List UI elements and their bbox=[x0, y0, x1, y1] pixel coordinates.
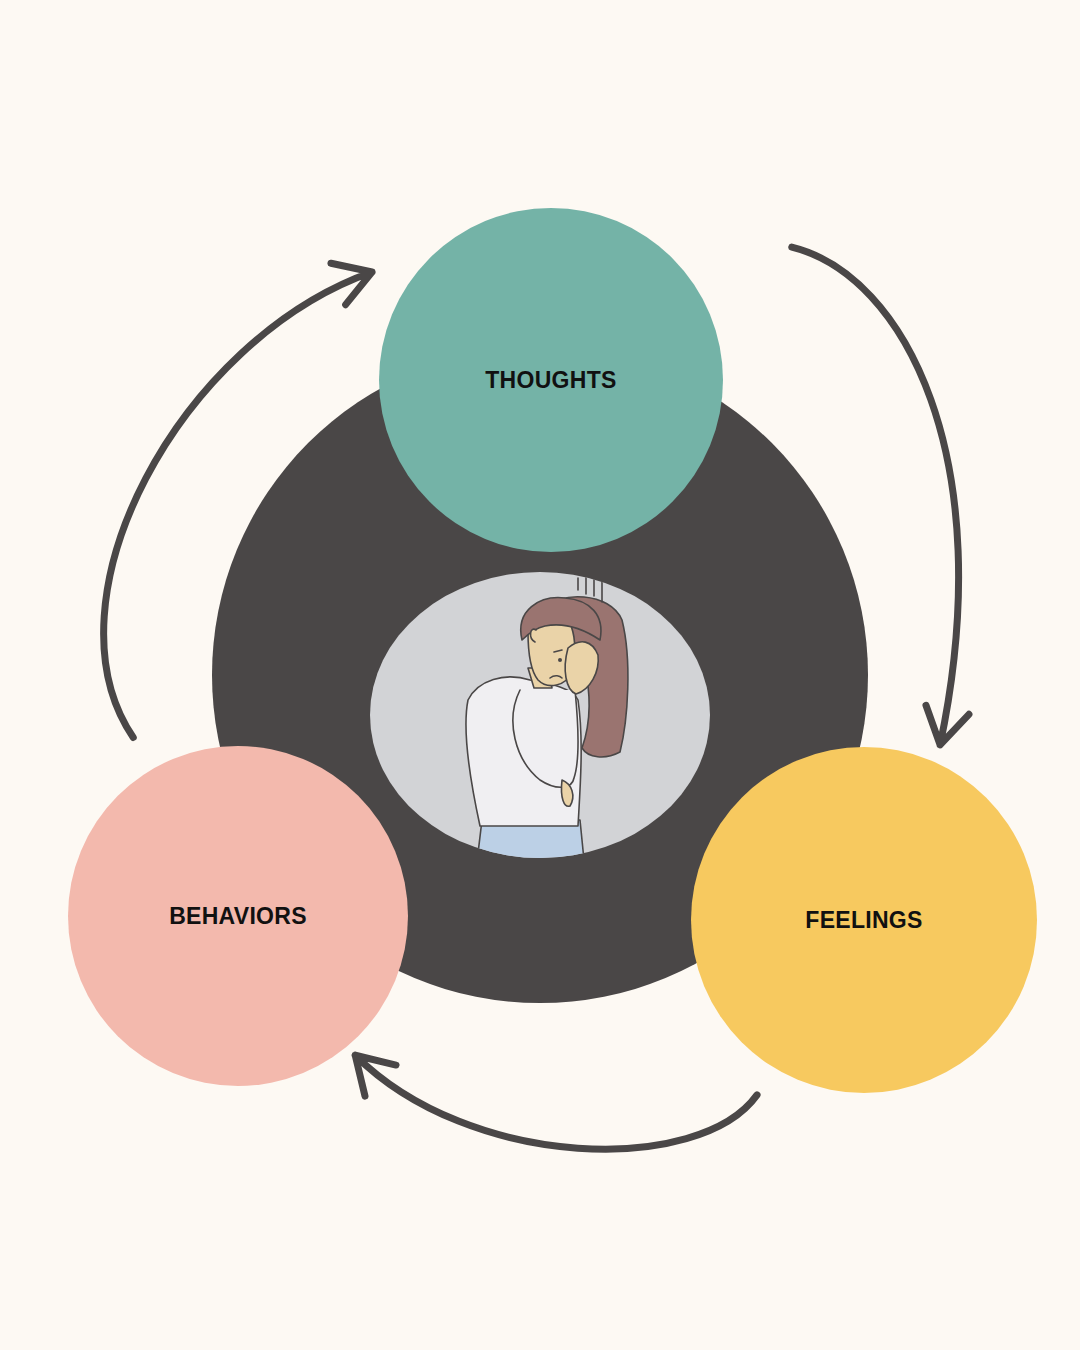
circle-fill bbox=[379, 208, 723, 552]
circle-fill bbox=[68, 746, 408, 1086]
node-label: BEHAVIORS bbox=[157, 903, 319, 930]
thoughts-circle: THOUGHTS bbox=[379, 208, 723, 552]
circle-fill bbox=[691, 747, 1037, 1093]
cycle-arrow bbox=[355, 1055, 757, 1149]
feelings-circle: FEELINGS bbox=[691, 747, 1037, 1093]
node-label: FEELINGS bbox=[793, 907, 934, 934]
node-label: THOUGHTS bbox=[473, 367, 628, 394]
portrait-ground bbox=[370, 572, 710, 858]
behaviors-circle: BEHAVIORS bbox=[68, 746, 408, 1086]
cycle-arrow bbox=[104, 263, 372, 737]
stressed-woman bbox=[466, 576, 628, 870]
cycle-arrow bbox=[792, 247, 969, 745]
